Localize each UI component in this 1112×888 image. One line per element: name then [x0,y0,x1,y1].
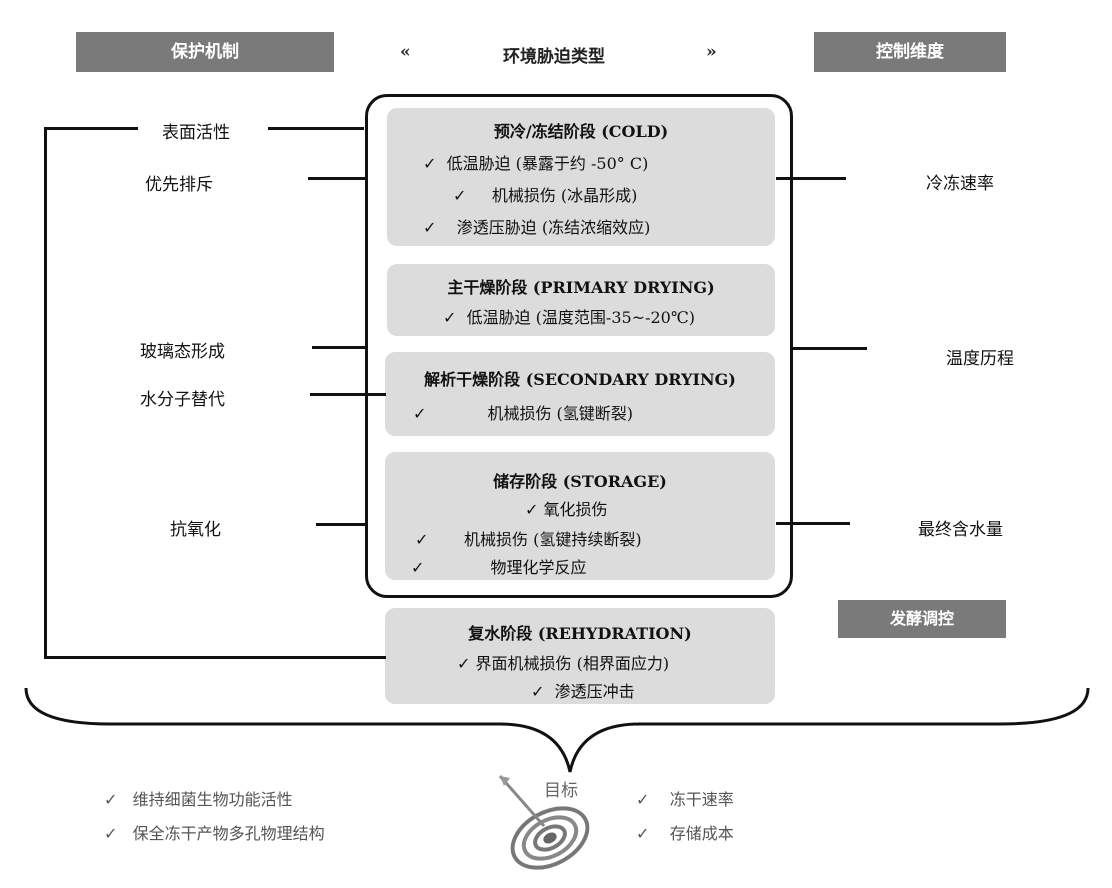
stage-cold-item: ✓ 机械损伤 (冰晶形成) [453,186,638,205]
stage-storage-item: ✓ 物理化学反应 [411,558,587,577]
goal-left-item: ✓ 保全冻干产物多孔物理结构 [104,824,325,843]
check-icon: ✓ [104,790,118,809]
check-icon: ✓ [423,154,437,173]
protection-mechanism-header: 保护机制 [76,32,334,72]
right-label-final-moisture: 最终含水量 [918,520,1003,540]
stage-secondary-title: 解析干燥阶段 (SECONDARY DRYING) [424,370,736,389]
right-label-freezing-rate: 冷冻速率 [926,174,994,194]
check-icon: ✓ [453,186,467,205]
stage-storage-item: ✓ 氧化损伤 [525,500,608,519]
left-quote: « [400,42,411,62]
stage-primary-item: ✓ 低温胁迫 (温度范围-35~-20℃) [443,308,695,327]
check-icon: ✓ [636,790,650,809]
stage-storage: 储存阶段 (STORAGE) ✓ 氧化损伤 ✓ 机械损伤 (氢键持续断裂) ✓ … [385,452,775,580]
connector-line [793,347,867,350]
right-quote: » [706,42,717,62]
stage-rehydration: 复水阶段 (REHYDRATION) ✓ 界面机械损伤 (相界面应力) ✓ 渗透… [385,608,775,704]
stage-rehydration-item: ✓ 渗透压冲击 [531,682,635,701]
goal-right-item: ✓ 存储成本 [636,824,734,843]
connector-line [44,127,47,658]
right-label-temperature-history: 温度历程 [946,349,1014,369]
target-icon [498,775,590,870]
connector-line [312,346,366,349]
check-icon: ✓ [443,308,457,327]
left-label-water-replacement: 水分子替代 [140,390,225,410]
stage-storage-item: ✓ 机械损伤 (氢键持续断裂) [415,530,642,549]
connector-line [316,523,366,526]
connector-line [268,127,364,130]
left-label-glass-formation: 玻璃态形成 [140,342,225,362]
goal-right-item: ✓ 冻干速率 [636,790,734,809]
check-icon: ✓ [525,500,539,519]
check-icon: ✓ [411,558,425,577]
check-icon: ✓ [415,530,429,549]
left-label-antioxidation: 抗氧化 [170,520,221,540]
connector-line [46,127,138,130]
check-icon: ✓ [423,218,437,237]
check-icon: ✓ [413,404,427,423]
stress-type-header: 环境胁迫类型 [503,47,605,67]
stage-storage-title: 储存阶段 (STORAGE) [493,472,667,491]
stage-primary-title: 主干燥阶段 (PRIMARY DRYING) [447,278,715,297]
check-icon: ✓ [457,654,471,673]
stages-frame [365,94,793,598]
check-icon: ✓ [104,824,118,843]
stage-secondary-drying: 解析干燥阶段 (SECONDARY DRYING) ✓ 机械损伤 (氢键断裂) [385,352,775,436]
control-dimension-header: 控制维度 [814,32,1006,72]
check-icon: ✓ [636,824,650,843]
connector-line [776,177,846,180]
stage-cold-item: ✓ 低温胁迫 (暴露于约 -50° C) [423,154,649,173]
check-icon: ✓ [531,682,545,701]
stage-cold: 预冷/冻结阶段 (COLD) ✓ 低温胁迫 (暴露于约 -50° C) ✓ 机械… [387,108,775,246]
stage-rehydration-item: ✓ 界面机械损伤 (相界面应力) [457,654,670,673]
goal-left-item: ✓ 维持细菌生物功能活性 [104,790,293,809]
stage-rehydration-title: 复水阶段 (REHYDRATION) [468,624,692,643]
stage-secondary-item: ✓ 机械损伤 (氢键断裂) [413,404,634,423]
stage-primary-drying: 主干燥阶段 (PRIMARY DRYING) ✓ 低温胁迫 (温度范围-35~-… [387,264,775,336]
stage-cold-item: ✓ 渗透压胁迫 (冻结浓缩效应) [423,218,651,237]
left-label-preferential-exclusion: 优先排斥 [145,175,213,195]
fermentation-control-box: 发酵调控 [838,600,1006,638]
connector-line [308,177,366,180]
left-label-surface-activity: 表面活性 [162,123,230,143]
connector-line [44,656,386,659]
stage-cold-title: 预冷/冻结阶段 (COLD) [493,122,669,141]
connector-line [776,522,850,525]
connector-line [310,393,386,396]
goal-label: 目标 [544,781,578,801]
curly-brace [24,687,1090,773]
